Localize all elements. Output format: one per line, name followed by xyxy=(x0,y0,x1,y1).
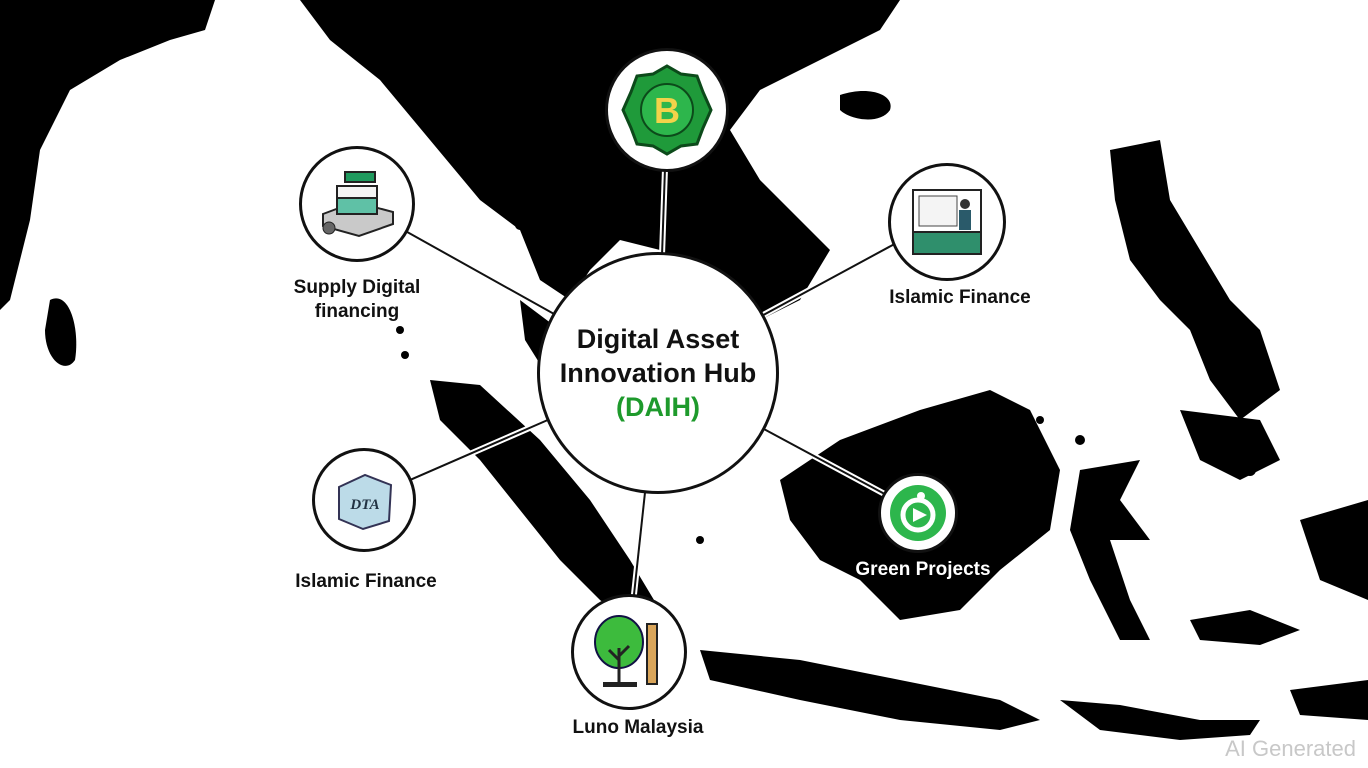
islands-se xyxy=(1290,680,1368,720)
india-landmass xyxy=(0,0,215,310)
indochina-landmass xyxy=(300,0,900,330)
mindanao xyxy=(1180,410,1280,480)
cash-register-icon xyxy=(322,171,394,238)
label-green-projects: Green Projects xyxy=(855,559,991,580)
ai-generated-watermark: AI Generated xyxy=(1225,736,1356,761)
label-line-1: Supply Digital xyxy=(293,277,421,298)
label-islamic-finance-right: Islamic Finance xyxy=(889,287,1031,308)
hub-title-line2: Innovation Hub xyxy=(559,358,757,388)
label-line-2: financing xyxy=(314,301,400,322)
node-bitcoin: B xyxy=(605,48,729,172)
node-islamic-finance-left: DTA xyxy=(312,448,416,552)
new-guinea-edge xyxy=(1300,500,1368,600)
label-supply-digital-financing: Supply Digital financing xyxy=(286,276,428,324)
java xyxy=(700,650,1040,730)
islands-east xyxy=(1190,610,1300,645)
tree-icon xyxy=(594,615,658,687)
hub-title-line1: Digital Asset xyxy=(576,324,740,354)
sumatra xyxy=(430,380,660,630)
green-cycle-icon xyxy=(890,485,946,541)
dta-box-icon: DTA xyxy=(338,473,393,531)
label-luno-malaysia: Luno Malaysia xyxy=(572,717,704,738)
node-supply-digital-financing xyxy=(299,146,415,262)
dta-icon-text: DTA xyxy=(349,497,379,513)
hainan xyxy=(840,90,891,120)
sulawesi xyxy=(1070,460,1150,640)
bitcoin-gear-icon: B xyxy=(621,64,713,156)
philippines xyxy=(1110,140,1280,420)
sri-lanka xyxy=(45,298,77,366)
hub-abbr: (DAIH) xyxy=(616,392,700,422)
node-green-projects xyxy=(878,473,958,553)
node-luno-malaysia xyxy=(571,594,687,710)
presentation-board-icon xyxy=(912,189,982,255)
lesser-sunda xyxy=(1060,700,1260,740)
hub-node: Digital Asset Innovation Hub (DAIH) xyxy=(537,252,779,494)
svg-text:B: B xyxy=(654,90,680,131)
node-islamic-finance-right xyxy=(888,163,1006,281)
label-islamic-finance-left: Islamic Finance xyxy=(295,571,437,592)
